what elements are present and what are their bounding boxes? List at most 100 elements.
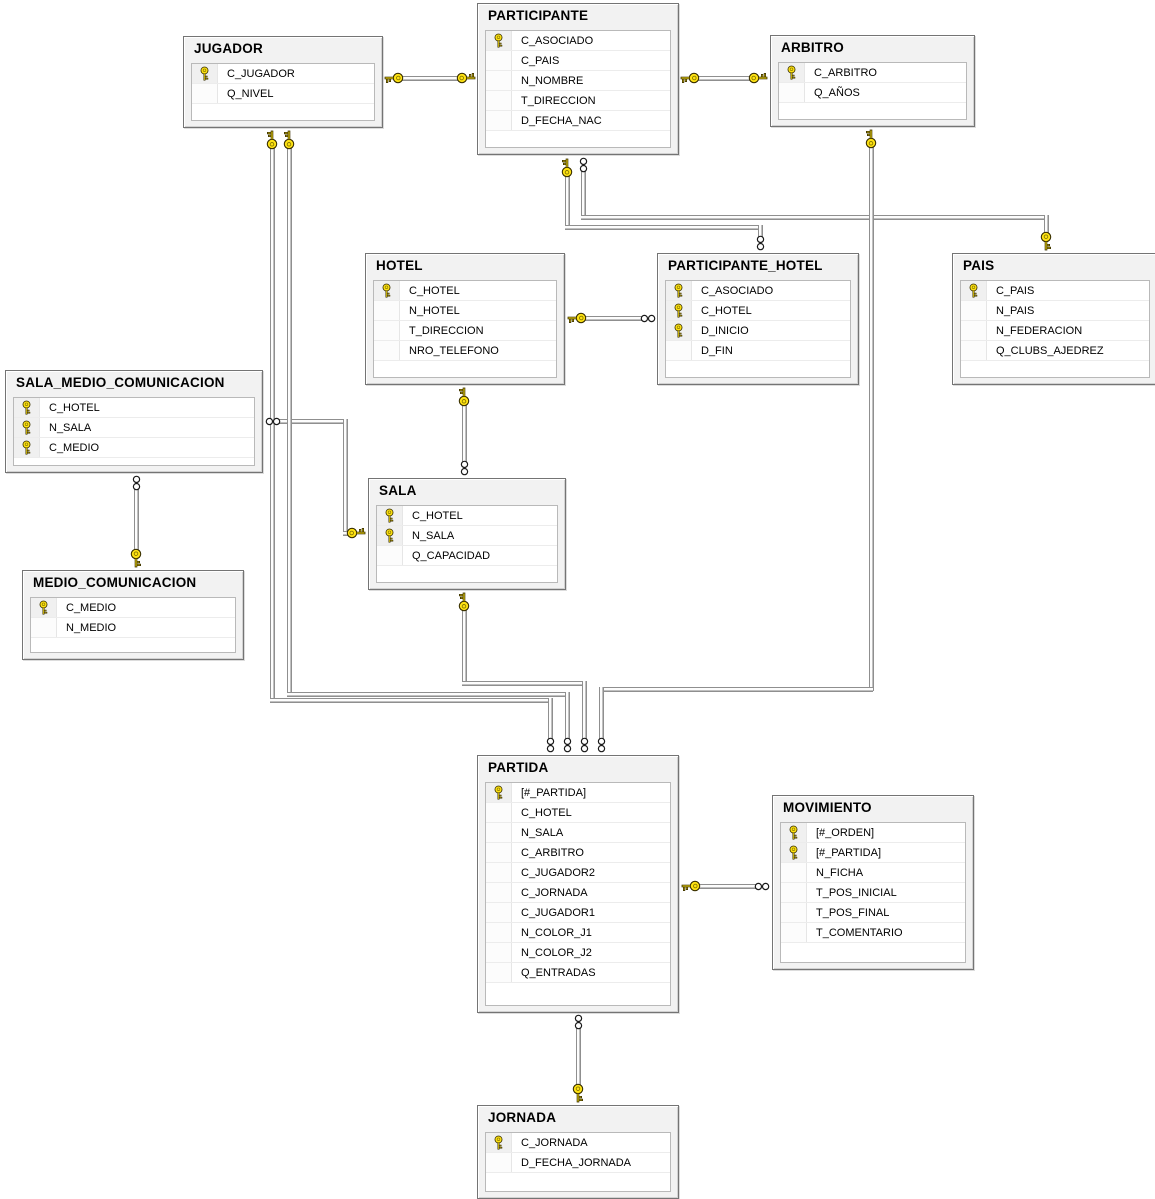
- relationship-jugador-partida-line[interactable]: [270, 698, 552, 703]
- column-row[interactable]: Q_ENTRADAS: [486, 963, 670, 983]
- column-row[interactable]: N_MEDIO: [31, 618, 235, 638]
- table-title[interactable]: MEDIO_COMUNICACION: [33, 575, 197, 590]
- column-row[interactable]: C_JUGADOR: [192, 64, 374, 84]
- column-row[interactable]: C_PAIS: [961, 281, 1149, 301]
- column-row[interactable]: NRO_TELEFONO: [374, 341, 556, 361]
- relationship-jugador-partida-line[interactable]: [287, 692, 569, 697]
- column-row[interactable]: T_POS_FINAL: [781, 903, 965, 923]
- column-row[interactable]: C_ARBITRO: [779, 63, 966, 83]
- relationship-jugador-partida-line[interactable]: [287, 146, 292, 696]
- relationship-pais-participante-line[interactable]: [581, 215, 1048, 220]
- column-row[interactable]: N_NOMBRE: [486, 71, 670, 91]
- column-row[interactable]: Q_CLUBS_AJEDREZ: [961, 341, 1149, 361]
- column-row[interactable]: N_FEDERACION: [961, 321, 1149, 341]
- column-row[interactable]: C_JUGADOR2: [486, 863, 670, 883]
- column-row[interactable]: D_FIN: [666, 341, 850, 361]
- column-row[interactable]: [#_PARTIDA]: [781, 843, 965, 863]
- column-row[interactable]: C_MEDIO: [31, 598, 235, 618]
- table-title[interactable]: MOVIMIENTO: [783, 800, 872, 815]
- relationship-jugador-partida-line[interactable]: [270, 146, 275, 702]
- column-row[interactable]: Q_CAPACIDAD: [377, 546, 557, 566]
- relationship-jugador-partida-line[interactable]: [565, 692, 570, 741]
- table-title[interactable]: PAIS: [963, 258, 995, 273]
- column-row[interactable]: Q_AÑOS: [779, 83, 966, 103]
- relationship-participante-arbitro-line[interactable]: [692, 76, 756, 81]
- table-title[interactable]: SALA_MEDIO_COMUNICACION: [16, 375, 225, 390]
- column-row[interactable]: T_POS_INICIAL: [781, 883, 965, 903]
- relationship-medio-comunicacion-sala-medio-comunicacion-line[interactable]: [134, 489, 139, 553]
- column-row[interactable]: T_DIRECCION: [486, 91, 670, 111]
- column-row[interactable]: N_SALA: [486, 823, 670, 843]
- column-row[interactable]: C_ARBITRO: [486, 843, 670, 863]
- column-row[interactable]: N_HOTEL: [374, 301, 556, 321]
- column-row[interactable]: C_ASOCIADO: [486, 31, 670, 51]
- column-row[interactable]: C_HOTEL: [377, 506, 557, 526]
- primary-key-icon: [666, 281, 692, 300]
- table-title[interactable]: JORNADA: [488, 1110, 557, 1125]
- column-row[interactable]: C_HOTEL: [666, 301, 850, 321]
- relationship-sala-partida-line[interactable]: [582, 681, 587, 741]
- table-title[interactable]: SALA: [379, 483, 417, 498]
- column-row[interactable]: C_JORNADA: [486, 1133, 670, 1153]
- column-row[interactable]: C_PAIS: [486, 51, 670, 71]
- column-row[interactable]: T_COMENTARIO: [781, 923, 965, 943]
- column-row[interactable]: D_FECHA_JORNADA: [486, 1153, 670, 1173]
- relationship-jugador-partida-line[interactable]: [548, 698, 553, 741]
- relationship-jugador-participante-line[interactable]: [396, 76, 464, 81]
- column-row[interactable]: [#_ORDEN]: [781, 823, 965, 843]
- column-row[interactable]: C_HOTEL: [374, 281, 556, 301]
- column-row[interactable]: N_SALA: [377, 526, 557, 546]
- table-title[interactable]: HOTEL: [376, 258, 423, 273]
- table-title[interactable]: PARTICIPANTE_HOTEL: [668, 258, 823, 273]
- column-row[interactable]: N_COLOR_J1: [486, 923, 670, 943]
- column-row[interactable]: C_JORNADA: [486, 883, 670, 903]
- relationship-arbitro-partida-line[interactable]: [869, 145, 874, 691]
- table-title[interactable]: JUGADOR: [194, 41, 263, 56]
- relationship-sala-sala-medio-comunicacion-line[interactable]: [343, 419, 348, 535]
- column-row[interactable]: C_JUGADOR1: [486, 903, 670, 923]
- relationship-pais-participante-line[interactable]: [1044, 215, 1049, 238]
- relationship-sala-partida-line[interactable]: [462, 608, 467, 685]
- relationship-participante-participante-hotel-line[interactable]: [565, 225, 762, 230]
- column-row[interactable]: Q_NIVEL: [192, 84, 374, 104]
- relationship-sala-sala-medio-comunicacion-line[interactable]: [279, 419, 347, 424]
- column-row[interactable]: N_FICHA: [781, 863, 965, 883]
- column-row[interactable]: D_INICIO: [666, 321, 850, 341]
- column-row[interactable]: N_COLOR_J2: [486, 943, 670, 963]
- column-row[interactable]: D_FECHA_NAC: [486, 111, 670, 131]
- relationship-participante-participante-hotel-line[interactable]: [565, 174, 570, 229]
- relationship-jornada-partida-line[interactable]: [576, 1028, 581, 1088]
- table-title[interactable]: PARTICIPANTE: [488, 8, 589, 23]
- column-row[interactable]: C_HOTEL: [486, 803, 670, 823]
- relationship-participante-participante-hotel-line[interactable]: [758, 225, 763, 240]
- column-row[interactable]: N_PAIS: [961, 301, 1149, 321]
- column-row[interactable]: C_HOTEL: [14, 398, 254, 418]
- relationship-partida-movimiento-line[interactable]: [697, 884, 758, 889]
- many-end-infinity-icon: [597, 737, 606, 753]
- table-title[interactable]: ARBITRO: [781, 40, 844, 55]
- table-title[interactable]: PARTIDA: [488, 760, 549, 775]
- relationship-hotel-participante-hotel-line[interactable]: [583, 316, 645, 321]
- relationship-arbitro-partida-line[interactable]: [599, 687, 604, 741]
- relationship-hotel-sala-line[interactable]: [462, 403, 467, 462]
- relationship-arbitro-partida-line[interactable]: [599, 687, 873, 692]
- column-row[interactable]: C_ASOCIADO: [666, 281, 850, 301]
- relationship-sala-partida-line[interactable]: [462, 681, 586, 686]
- column-row[interactable]: C_MEDIO: [14, 438, 254, 458]
- column-row[interactable]: [#_PARTIDA]: [486, 783, 670, 803]
- relationship-pais-participante-line[interactable]: [581, 169, 586, 219]
- column-row[interactable]: T_DIRECCION: [374, 321, 556, 341]
- column-row[interactable]: N_SALA: [14, 418, 254, 438]
